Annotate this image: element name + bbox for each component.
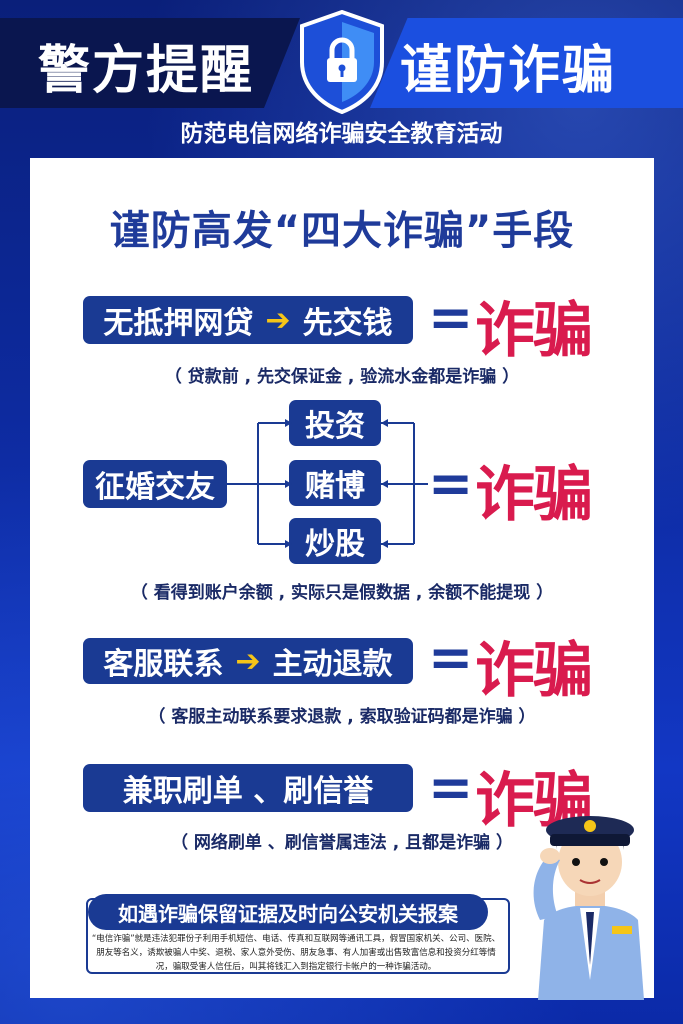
header-right-title: 谨防诈骗 (400, 41, 617, 101)
connector-lines (227, 419, 428, 548)
arrow-right-icon: ➔ (235, 643, 261, 679)
option-invest-label: 投资 (305, 409, 365, 444)
row1-pill: 无抵押网贷 ➔ 先交钱 (83, 296, 413, 344)
row3-left-label: 客服联系 (103, 647, 224, 682)
shield-lock-icon (300, 10, 384, 114)
row2-note: （ 看得到账户余额 , 实际只是假数据 , 余额不能提现 ） (130, 583, 554, 603)
row2-fraud-label: 诈骗 (475, 460, 593, 530)
equals-sign: = (428, 452, 474, 515)
header-left-banner (0, 18, 300, 108)
report-title: 如遇诈骗保留证据及时向公安机关报案 (118, 901, 458, 926)
police-officer-illustration (533, 816, 644, 1000)
row4-left-label: 兼职刷单 、刷信誉 (122, 774, 374, 809)
option-gamble-label: 赌博 (305, 469, 365, 504)
report-title-bar: 如遇诈骗保留证据及时向公安机关报案 (88, 894, 488, 930)
equals-sign: = (428, 626, 474, 689)
option-gamble-pill: 赌博 (289, 460, 381, 506)
row4-note: （ 网络刷单 、刷信誉属违法 , 且都是诈骗 ） (170, 833, 514, 853)
main-title: 谨防高发“四大诈骗”手段 (109, 208, 575, 254)
row3-right-label: 主动退款 (272, 647, 393, 682)
row1-right-label: 先交钱 (302, 306, 393, 341)
row1-left-label: 无抵押网贷 (103, 306, 254, 341)
option-invest-pill: 投资 (289, 400, 381, 446)
equals-sign: = (428, 286, 474, 349)
row3-pill: 客服联系 ➔ 主动退款 (83, 638, 413, 684)
header-left-title: 警方提醒 (38, 41, 255, 101)
content-card: 谨防高发“四大诈骗”手段 无抵押网贷 ➔ 先交钱 = 诈骗 （ 贷款前 , 先交… (30, 158, 654, 998)
row3-note: （ 客服主动联系要求退款 , 索取验证码都是诈骗 ） (148, 707, 536, 727)
row4-pill: 兼职刷单 、刷信誉 (83, 764, 413, 812)
row2-left-label: 征婚交友 (95, 470, 215, 505)
report-text: “电信诈骗”就是违法犯罪份子利用手机短信、电话、传真和互联网等通讯工具，假冒国家… (91, 934, 501, 972)
row1-fraud-label: 诈骗 (475, 296, 593, 366)
arrow-right-icon: ➔ (265, 302, 291, 338)
row2-left-pill: 征婚交友 (83, 460, 227, 508)
header-right-banner (370, 18, 683, 108)
option-stock-label: 炒股 (305, 527, 365, 562)
option-stock-pill: 炒股 (289, 518, 381, 564)
row1-note: （ 贷款前 , 先交保证金 , 验流水金都是诈骗 ） (164, 367, 520, 387)
subtitle: 防范电信网络诈骗安全教育活动 (180, 121, 503, 147)
row3-fraud-label: 诈骗 (475, 636, 593, 706)
equals-sign: = (428, 756, 474, 819)
